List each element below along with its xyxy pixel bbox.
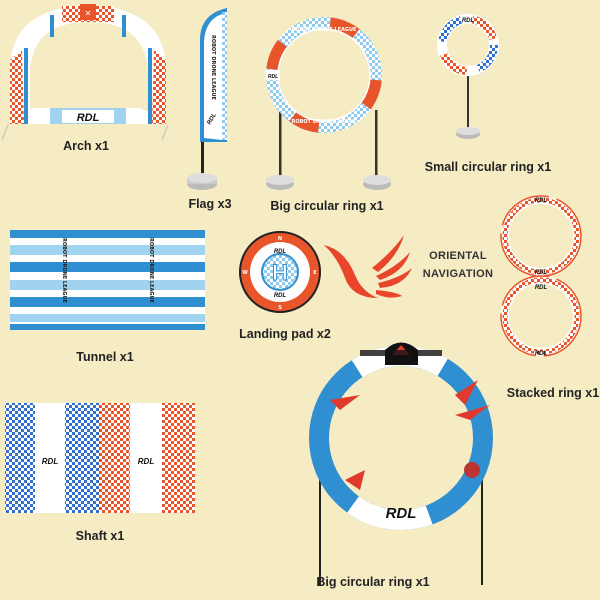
compass-n: N <box>278 236 282 242</box>
arch: ✕ RDL <box>1 4 169 141</box>
stacked-ring-label: Stacked ring x1 <box>507 386 599 400</box>
landing-pad-label: Landing pad x2 <box>239 327 331 341</box>
big-ring-top-brand: RDL <box>268 74 278 80</box>
stacked-ring-brand-4: RDL <box>535 351 548 357</box>
shaft-brand-left: RDL <box>42 457 59 466</box>
stacked-ring-brand-2: RDL <box>535 270 548 276</box>
stacked-ring-brand-3: RDL <box>535 285 548 291</box>
small-ring-label: Small circular ring x1 <box>425 160 551 174</box>
stacked-ring: RDL RDL RDL RDL <box>500 195 582 357</box>
logo-line2: NAVIGATION <box>423 268 493 280</box>
big-ring-bottom: RDL <box>309 342 493 585</box>
compass-s: S <box>278 305 282 311</box>
tunnel: ROBOT DRONE LEAGUE ROBOT DRONE LEAGUE <box>10 230 205 330</box>
tunnel-text-right: ROBOT DRONE LEAGUE <box>148 238 154 304</box>
logo-line1: ORIENTAL <box>429 250 487 262</box>
svg-text:✕: ✕ <box>85 9 92 18</box>
big-ring-bottom-label: Big circular ring x1 <box>316 575 429 589</box>
flag: ROBOT DRONE LEAGUE RDL <box>187 8 227 190</box>
landing-pad-h: H <box>272 260 288 285</box>
flag-label: Flag x3 <box>188 197 231 211</box>
arch-label: Arch x1 <box>63 139 109 153</box>
landing-pad-brand-top: RDL <box>274 249 287 255</box>
landing-pad: H RDL RDL N E S W <box>239 231 321 313</box>
big-ring-top-text-bottom: ROBOT DRONE LEAGUE <box>292 119 358 125</box>
compass-e: E <box>313 270 317 276</box>
big-ring-top-text: ROBOT DRONE LEAGUE <box>292 27 358 33</box>
shaft-brand-right: RDL <box>138 457 155 466</box>
big-ring-top: ROBOT DRONE LEAGUE ROBOT DRONE LEAGUE RD… <box>266 17 391 190</box>
big-ring-top-label: Big circular ring x1 <box>270 199 383 213</box>
stacked-ring-brand-1: RDL <box>535 198 548 204</box>
flag-text: ROBOT DRONE LEAGUE <box>210 35 216 101</box>
landing-pad-brand-bottom: RDL <box>274 293 287 299</box>
big-ring-bottom-brand: RDL <box>386 505 417 522</box>
flag-brand: RDL <box>207 112 219 126</box>
tunnel-label: Tunnel x1 <box>76 350 133 364</box>
small-ring: RDL <box>437 14 499 139</box>
shaft: RDL RDL <box>5 403 195 513</box>
arch-brand: RDL <box>77 112 100 124</box>
tunnel-text-left: ROBOT DRONE LEAGUE <box>61 238 67 304</box>
small-ring-brand: RDL <box>462 18 475 24</box>
compass-w: W <box>242 270 248 276</box>
shaft-label: Shaft x1 <box>76 529 125 543</box>
oriental-navigation-logo: ORIENTAL NAVIGATION <box>324 235 493 298</box>
